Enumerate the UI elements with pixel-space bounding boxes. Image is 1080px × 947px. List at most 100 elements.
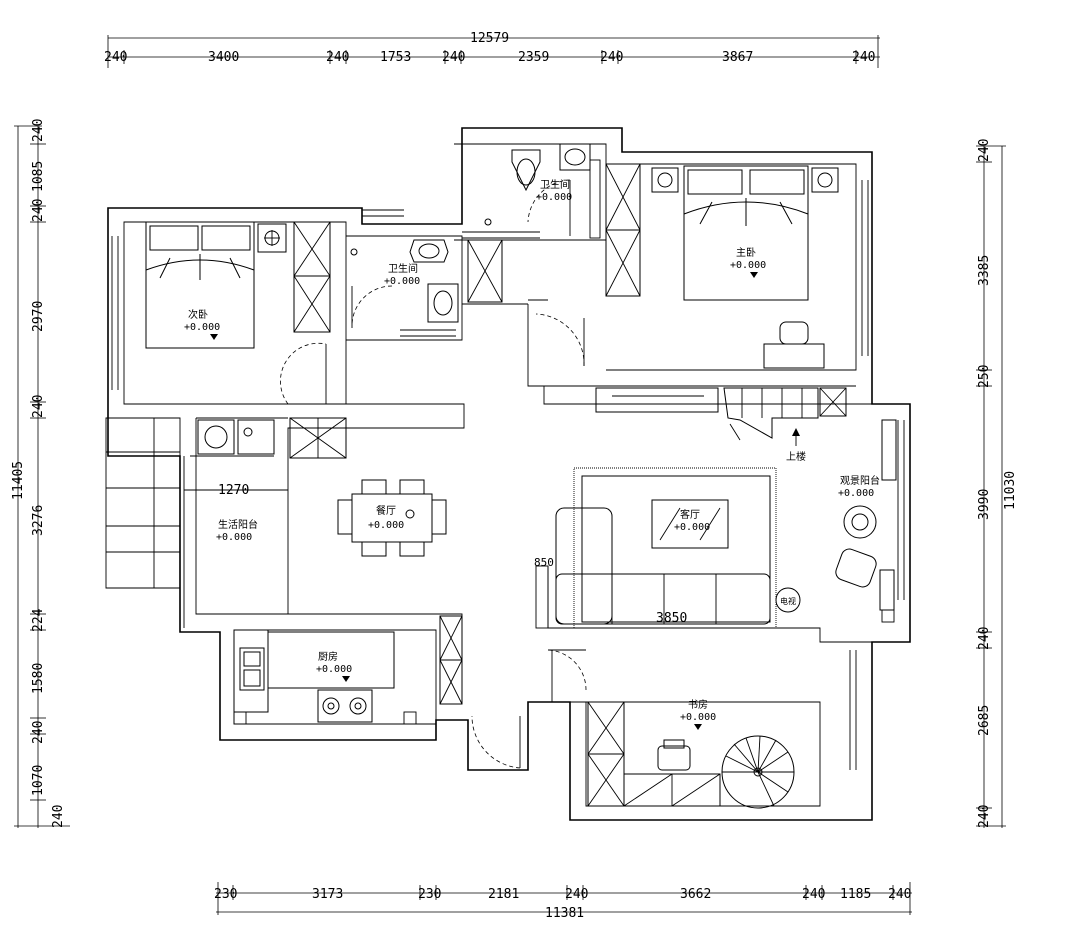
dim-top-seg: 3867: [722, 50, 753, 65]
dim-right-total: 11030: [1003, 471, 1018, 510]
room-name: 生活阳台: [218, 518, 258, 531]
dim-bottom-total: 11381: [545, 906, 584, 921]
room-name: 卫生间: [540, 178, 570, 191]
desk: [763, 343, 825, 369]
room-level: +0.000: [184, 322, 220, 333]
toilet: [409, 239, 449, 263]
coffee-table: [651, 499, 729, 549]
wardrobe: [293, 221, 331, 333]
bathroom-1: 卫生间 +0.000: [350, 239, 459, 323]
dim-left-seg: 1580: [31, 663, 46, 694]
room-name: 观景阳台: [840, 474, 880, 487]
doors: [280, 179, 587, 769]
master-bedroom: 主卧 +0.000: [605, 163, 839, 369]
dim-inner: 3850: [656, 611, 687, 626]
dim-bottom-seg: 240: [888, 887, 911, 902]
dim-bottom-seg: 230: [418, 887, 441, 902]
dim-left-seg: 240: [31, 119, 46, 142]
room-level: +0.000: [680, 712, 716, 723]
room-name: 主卧: [736, 246, 756, 259]
dining-table: [351, 493, 433, 543]
service-balcony: 1270 生活阳台 +0.000: [184, 419, 288, 543]
dim-left-seg: 2970: [31, 301, 46, 332]
dimension-top: 12579 240 3400 240 1753 240 2359 240 386…: [104, 31, 880, 68]
room-name: 卫生间: [388, 262, 418, 275]
dim-bottom-seg: 240: [565, 887, 588, 902]
room-name: 客厅: [680, 508, 700, 521]
chair: [657, 745, 691, 771]
dimension-left: 240 1085 240 2970 240 3276 224 1580 240 …: [11, 119, 70, 828]
dim-right-seg: 3385: [977, 255, 992, 286]
dim-right-seg: 240: [977, 139, 992, 162]
dim-left-seg: 240: [51, 805, 66, 828]
dim-left-total: 11405: [11, 461, 26, 500]
study: 书房 +0.000: [587, 698, 795, 809]
dim-right-seg: 2685: [977, 705, 992, 736]
bathroom-2: 卫生间 +0.000: [467, 143, 591, 303]
room-level: +0.000: [674, 522, 710, 533]
dim-top-seg: 3400: [208, 50, 239, 65]
dim-left-seg: 240: [31, 395, 46, 418]
room-name: 书房: [688, 698, 708, 711]
sink: [239, 647, 265, 691]
dim-inner: 1270: [218, 483, 249, 498]
dim-right-seg: 3990: [977, 489, 992, 520]
living-room: 电视 3850 850 客厅 +0.000: [534, 467, 801, 629]
washbasin: [559, 143, 591, 171]
nightstand: [257, 223, 287, 253]
shower-cabinet: [467, 239, 503, 303]
rug: [573, 467, 777, 629]
washbasin: [427, 283, 459, 323]
chair: [779, 321, 809, 345]
room-level: +0.000: [216, 532, 252, 543]
room-level: +0.000: [316, 664, 352, 675]
double-bed: [683, 165, 809, 301]
dim-left-seg: 240: [31, 721, 46, 744]
stairs-label: 上楼: [786, 450, 806, 463]
dimension-right: 240 3385 250 3990 240 2685 240 11030: [976, 139, 1018, 828]
sofa: [555, 507, 613, 625]
dim-right-seg: 240: [977, 805, 992, 828]
dim-right-seg: 250: [977, 365, 992, 388]
dim-left-seg: 1085: [31, 161, 46, 192]
dim-left-seg: 240: [31, 199, 46, 222]
dim-bottom-seg: 1185: [840, 887, 871, 902]
room-level: +0.000: [368, 520, 404, 531]
dimension-bottom: 230 3173 230 2181 240 3662 240 1185 240 …: [214, 882, 912, 921]
double-bed: [145, 221, 255, 349]
kitchen: 厨房 +0.000: [233, 615, 463, 723]
room-level: +0.000: [384, 276, 420, 287]
dim-bottom-seg: 240: [802, 887, 825, 902]
room-name: 次卧: [188, 308, 208, 321]
dim-top-total: 12579: [470, 31, 509, 46]
toilet: [511, 149, 541, 192]
dim-top-seg: 240: [852, 50, 875, 65]
dim-top-seg: 2359: [518, 50, 549, 65]
staircase: 上楼: [595, 387, 847, 463]
dining-area: 餐厅 +0.000: [289, 417, 447, 557]
dim-left-seg: 1070: [31, 765, 46, 796]
dim-left-seg: 224: [31, 608, 46, 632]
dim-top-seg: 240: [326, 50, 349, 65]
view-balcony: 观景阳台 +0.000: [835, 419, 897, 611]
armchair: [835, 548, 877, 588]
dim-bottom-seg: 3173: [312, 887, 343, 902]
dim-inner: 850: [534, 556, 554, 569]
dim-top-seg: 1753: [380, 50, 411, 65]
walls: [105, 127, 911, 821]
room-level: +0.000: [730, 260, 766, 271]
dim-top-seg: 240: [600, 50, 623, 65]
dim-right-seg: 240: [977, 627, 992, 650]
room-name: 厨房: [318, 650, 338, 663]
dim-top-seg: 240: [442, 50, 465, 65]
dim-bottom-seg: 2181: [488, 887, 519, 902]
tv-label: 电视: [780, 596, 796, 606]
dim-top-seg: 240: [104, 50, 127, 65]
stove: [317, 689, 373, 723]
washing-machine: [197, 419, 235, 455]
bedroom-2: 次卧 +0.000: [145, 221, 331, 349]
spiral-stair: [721, 735, 795, 809]
round-table: [843, 505, 877, 539]
dim-bottom-seg: 230: [214, 887, 237, 902]
